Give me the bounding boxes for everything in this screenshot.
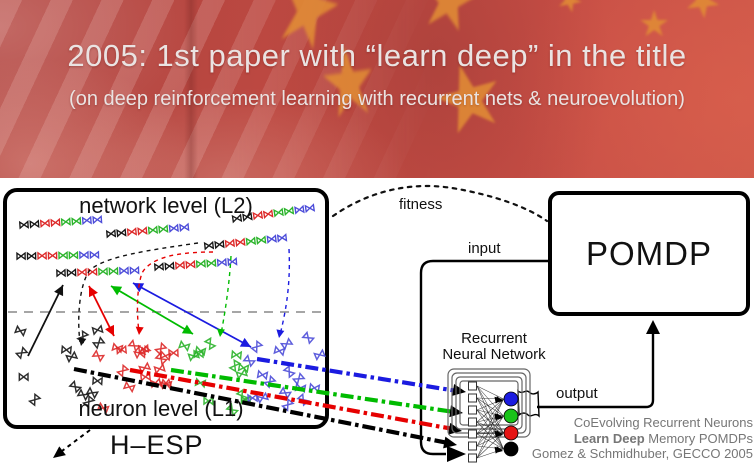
rnn-loop xyxy=(455,376,523,430)
input-label: input xyxy=(468,240,501,257)
rnn-input-square xyxy=(468,441,477,451)
flag-stripes xyxy=(0,0,754,178)
citation: CoEvolving Recurrent Neurons Learn Deep … xyxy=(532,415,753,462)
flag-seam xyxy=(184,0,198,178)
rnn-input-square xyxy=(468,453,477,463)
rnn-input-square xyxy=(468,429,477,439)
citation-line3: Gomez & Schmidhuber, GECCO 2005 xyxy=(531,446,753,462)
rnn-input-square xyxy=(468,417,477,427)
rnn-neuron-circle xyxy=(503,391,519,407)
rnn-input-square xyxy=(468,381,477,391)
hesp-exit-arrow xyxy=(53,429,91,458)
rnn-label: Recurrent Neural Network xyxy=(429,331,559,363)
hesp-caption: H–ESP xyxy=(110,430,204,460)
rnn-neuron-circle xyxy=(503,441,519,457)
rnn-loop xyxy=(451,372,527,434)
output-wave xyxy=(517,389,540,418)
pomdp-box: POMDP xyxy=(548,191,750,316)
banner: ★★★★★★★ 2005: 1st paper with “learn deep… xyxy=(0,0,754,178)
page-subtitle: (on deep reinforcement learning with rec… xyxy=(69,88,685,110)
network-level-label: network level (L2) xyxy=(79,193,253,218)
rnn-neuron-circle xyxy=(503,425,519,441)
rnn-loop xyxy=(459,380,519,426)
citation-line2: Learn Deep Memory POMDPs xyxy=(573,430,753,446)
citation-line1: CoEvolving Recurrent Neurons xyxy=(573,415,753,430)
neuron-level-label: neuron level (L1) xyxy=(78,396,244,421)
rnn-network xyxy=(447,368,531,463)
rnn-neuron-circle xyxy=(503,408,519,424)
pomdp-label: POMDP xyxy=(585,234,712,272)
rnn-input-square xyxy=(468,393,477,403)
fitness-label: fitness xyxy=(399,196,443,213)
output-label: output xyxy=(556,385,598,402)
rnn-label-line1: Recurrent xyxy=(461,330,527,347)
rnn-input-square xyxy=(468,405,477,415)
rnn-label-line2: Neural Network xyxy=(442,346,546,363)
page-title: 2005: 1st paper with “learn deep” in the… xyxy=(67,38,687,73)
hesp-box xyxy=(3,188,329,429)
rnn-loop xyxy=(447,368,531,438)
star-icon: ★ xyxy=(638,3,671,44)
